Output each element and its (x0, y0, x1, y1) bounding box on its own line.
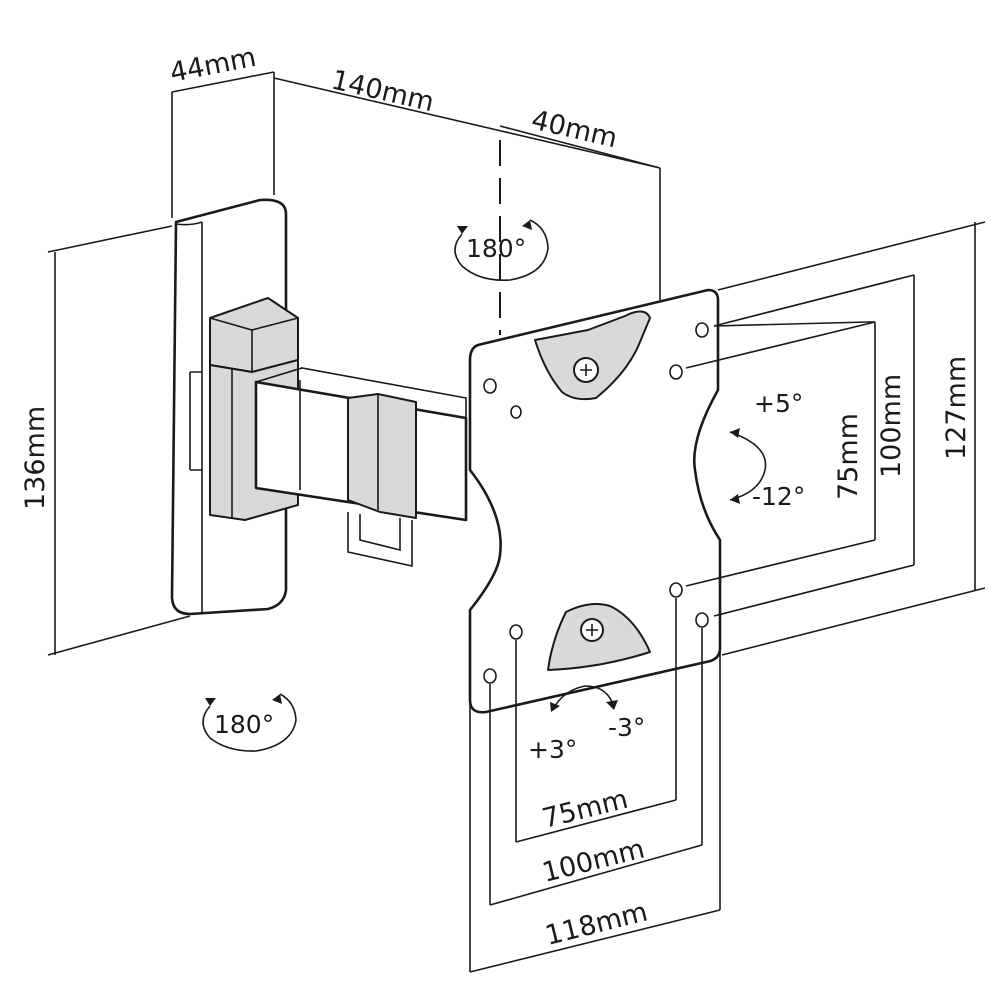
dim-127mm: 127mm (941, 356, 972, 460)
arm (254, 367, 468, 567)
swivel-top-label: 180° (466, 234, 526, 263)
vesa-hole (669, 364, 683, 380)
tilt-up-label: +5° (754, 389, 803, 418)
vesa-hole (510, 405, 522, 419)
dim-100mm-vertical: 100mm (876, 374, 907, 478)
vesa-hole (695, 322, 709, 338)
vesa-hole (483, 378, 497, 394)
tilt-down-label: -12° (752, 482, 805, 511)
vesa-hole (695, 612, 709, 628)
dim-140mm: 140mm (328, 65, 436, 119)
level-plus-label: +3° (528, 735, 577, 764)
rotation-labels: 180° 180° +5° -12° +3° -3° (214, 234, 805, 764)
dimension-lines (47, 71, 986, 973)
level-minus-label: -3° (608, 713, 645, 742)
dim-40mm: 40mm (528, 105, 620, 155)
vesa-hole (669, 582, 683, 598)
vesa-hole (483, 668, 497, 684)
dim-75mm-horizontal: 75mm (539, 784, 631, 835)
rotation-arrows (202, 219, 767, 752)
vesa-hole (509, 624, 523, 640)
swivel-bottom-label: 180° (214, 710, 274, 739)
dim-100mm-horizontal: 100mm (539, 834, 648, 889)
dim-118mm: 118mm (542, 897, 651, 952)
dim-75mm-vertical: 75mm (833, 413, 864, 500)
tv-plate (468, 288, 722, 714)
dim-136mm: 136mm (20, 406, 51, 510)
dim-44mm: 44mm (167, 42, 258, 89)
